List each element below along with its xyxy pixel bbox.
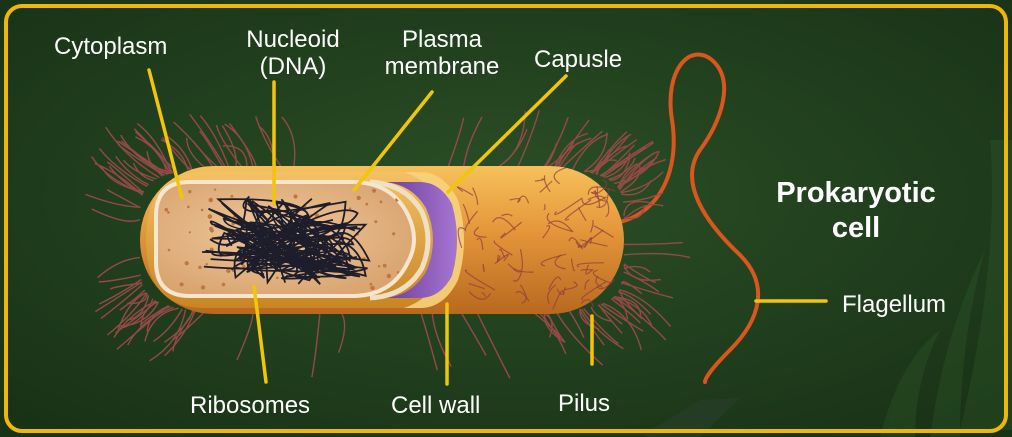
ribosome-dot [214,189,216,191]
title-line2: cell [744,211,968,246]
ribosome-dot [231,195,234,198]
ribosome-dot [378,265,380,267]
label-flagellum: Flagellum [842,291,946,318]
ribosome-dot [387,274,391,278]
label-plasma-line1: Plasma [366,26,518,53]
label-nucleoid-line2: (DNA) [232,53,354,80]
ribosome-dot [397,271,399,273]
label-cell-wall: Cell wall [391,392,480,419]
ribosome-dot [167,211,170,214]
ribosome-dot [370,286,374,290]
title-line1: Prokaryotic [744,176,968,211]
ribosome-dot [372,189,376,193]
ribosome-dot [188,190,191,193]
ribosome-dot [293,194,297,198]
ribosome-dot [210,229,214,233]
label-nucleoid-line1: Nucleoid [232,26,354,53]
ribosome-dot [276,277,279,280]
ribosome-dot [365,203,368,206]
ribosome-dot [168,249,171,252]
ribosome-dot [374,220,377,223]
label-nucleoid: Nucleoid (DNA) [232,26,354,80]
ribosome-dot [392,232,395,235]
diagram-title: Prokaryotic cell [744,176,968,246]
ribosome-dot [226,269,230,273]
ribosome-dot [189,231,191,233]
ribosome-dot [242,265,245,268]
ribosome-dot [201,209,204,212]
label-capsule: Capusle [534,46,622,73]
ribosome-dot [209,198,214,203]
ribosome-dot [349,207,351,209]
ribosome-dot [369,283,372,286]
ribosome-dot [208,214,213,219]
label-pilus: Pilus [558,390,610,417]
ribosome-dot [380,201,383,204]
ribosome-dot [198,266,201,269]
ribosome-dot [165,208,169,212]
ribosome-dot [201,285,205,289]
ribosome-dot [222,283,226,287]
label-cytoplasm: Cytoplasm [54,33,167,60]
ribosome-dot [180,282,184,286]
ribosome-dot [383,264,387,268]
ribosome-dot [185,261,189,265]
label-plasma-line2: membrane [366,53,518,80]
label-plasma-membrane: Plasma membrane [366,26,518,80]
ribosome-dot [357,196,361,200]
ribosome-dot [206,263,208,265]
ribosome-dot [187,206,190,209]
label-ribosomes: Ribosomes [190,392,310,419]
